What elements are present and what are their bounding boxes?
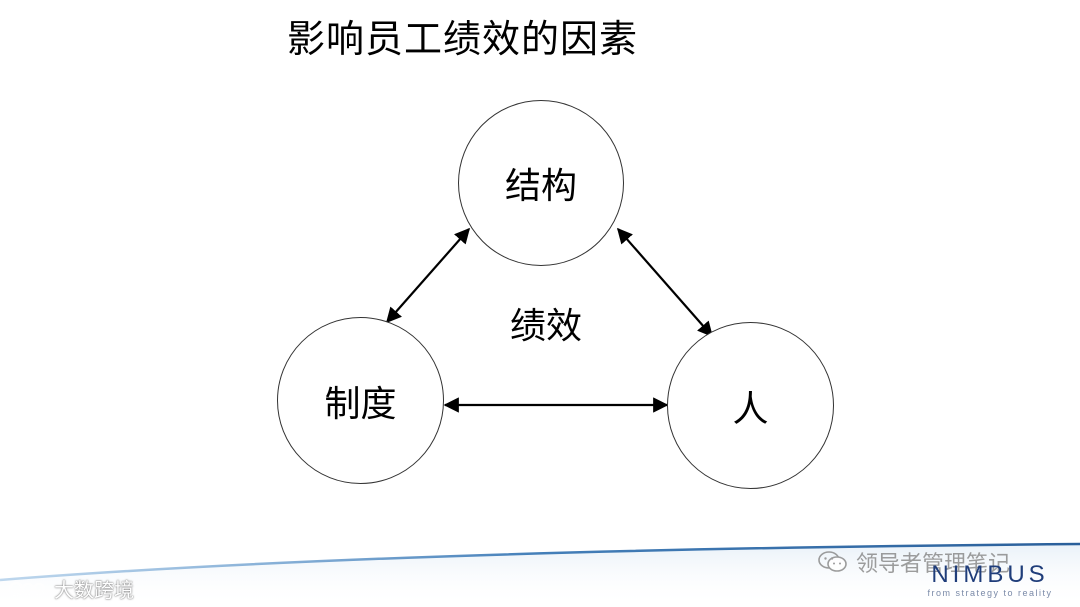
factor-node-structure: 结构 xyxy=(458,100,624,266)
watermark-text: 大数跨境 xyxy=(54,578,134,602)
arrow-structure-people xyxy=(616,227,714,338)
nimbus-logo: NIMBUS from strategy to reality xyxy=(915,562,1065,599)
brand-name: NIMBUS xyxy=(931,561,1049,588)
center-label-performance: 绩效 xyxy=(509,306,582,347)
arrow-structure-system xyxy=(385,227,471,324)
factor-label-people: 人 xyxy=(732,388,769,430)
factor-label-structure: 结构 xyxy=(504,166,577,207)
slide-title: 影响员工绩效的因素 xyxy=(287,17,639,61)
footer-wave-fill xyxy=(0,544,1080,607)
factor-node-system: 制度 xyxy=(277,317,444,484)
wechat-account-name: 领导者管理笔记 xyxy=(856,552,1011,577)
footer-wave-line xyxy=(0,542,1080,582)
brand-tagline: from strategy to reality xyxy=(927,588,1053,598)
factor-node-people: 人 xyxy=(667,322,834,489)
factor-label-system: 制度 xyxy=(324,383,397,425)
wechat-icon xyxy=(818,551,847,572)
wechat-account-watermark: 领导者管理笔记 xyxy=(818,546,1010,578)
watermark-logo-icon xyxy=(9,581,45,596)
source-watermark: 大数跨境 xyxy=(8,574,134,603)
